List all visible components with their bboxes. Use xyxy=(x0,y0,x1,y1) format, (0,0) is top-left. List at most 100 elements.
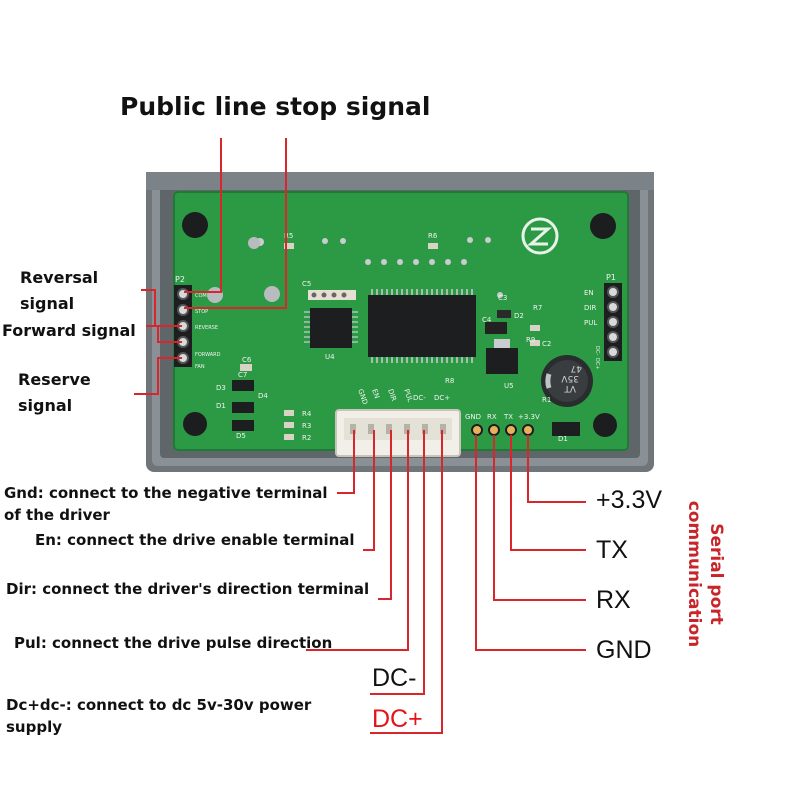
silk-term-dcm: DC- xyxy=(413,394,426,402)
silk-d1-right: D1 xyxy=(558,435,568,443)
label-dir-desc: Dir: connect the driver's direction term… xyxy=(6,580,370,598)
label-reversal-line1: Reversal xyxy=(20,268,99,287)
silk-r9: R9 xyxy=(526,336,535,344)
label-power-desc: Dc+dc-: connect to dc 5v-30v power suppl… xyxy=(6,694,311,738)
label-en-desc: En: connect the drive enable terminal xyxy=(35,531,355,549)
label-serial-gnd: GND xyxy=(596,636,652,664)
label-serial-caption-line1: Serial port xyxy=(706,523,726,625)
silk-r1: R1 xyxy=(542,396,551,404)
serial-header-pads xyxy=(468,421,536,439)
label-gnd-line1: Gnd: connect to the negative terminal xyxy=(4,484,328,502)
label-gnd-line2: of the driver xyxy=(4,506,110,524)
silk-p1: P1 xyxy=(606,273,616,282)
label-reversal-line2: signal xyxy=(20,294,75,313)
label-reserve-signal: Reserve signal xyxy=(18,367,91,419)
regulator-u5 xyxy=(486,339,518,374)
label-dc-minus: DC- xyxy=(372,664,417,692)
cap-marking-2: 35V xyxy=(561,373,579,383)
label-gnd-desc: Gnd: connect to the negative terminal of… xyxy=(4,482,328,526)
silk-p1-en: EN xyxy=(584,289,594,297)
silk-serial-rx: RX xyxy=(487,413,497,421)
pointer-gnd xyxy=(337,430,355,494)
silk-c6: C6 xyxy=(242,356,252,364)
mounting-hole-tl xyxy=(182,212,208,238)
silk-p1-pul: PUL xyxy=(584,319,597,327)
electrolytic-capacitor: 47 35V VT xyxy=(541,355,593,407)
silk-serial-33: +3.3V xyxy=(518,413,540,421)
silk-term-dcp: DC+ xyxy=(434,394,450,402)
microcontroller-chip xyxy=(368,289,476,363)
pointer-public-stop-com xyxy=(184,138,222,293)
silk-p2: P2 xyxy=(175,275,185,284)
pad-row-top xyxy=(256,237,503,298)
silk-r2: R2 xyxy=(302,434,311,442)
pointer-serial-tx xyxy=(510,435,586,551)
silk-c3: C3 xyxy=(498,294,507,302)
label-serial-33v: +3.3V xyxy=(596,486,663,514)
cap-marking-1: 47 xyxy=(571,363,582,373)
pointer-serial-rx xyxy=(493,435,586,601)
silk-p2-reverse: REVERSE xyxy=(195,325,218,331)
smd-parts xyxy=(232,243,580,440)
label-serial-tx: TX xyxy=(596,536,628,564)
label-power-line2: supply xyxy=(6,718,63,736)
pointer-dir xyxy=(378,430,392,600)
silk-d5: D5 xyxy=(236,432,246,440)
title-public-line-stop: Public line stop signal xyxy=(120,92,431,121)
silk-d2: D2 xyxy=(514,312,524,320)
silk-c2: C2 xyxy=(542,340,551,348)
pointer-dc-minus xyxy=(370,430,425,695)
label-reserve-line2: signal xyxy=(18,396,73,415)
driver-chip-u4 xyxy=(304,308,358,348)
silk-p2-com: COM xyxy=(195,293,207,299)
silk-p2-forward: FORWARD xyxy=(195,352,221,358)
silk-p2-stop: STOP xyxy=(195,309,208,315)
pointer-forward xyxy=(146,325,182,343)
silk-p2-fan: FAN xyxy=(195,364,205,370)
label-reserve-line1: Reserve xyxy=(18,370,91,389)
pcb-board: 47 35V VT xyxy=(173,191,629,457)
silk-u5: U5 xyxy=(504,382,514,390)
silk-u4: U4 xyxy=(325,353,335,361)
silk-p1-dir: DIR xyxy=(584,304,596,312)
label-serial-rx: RX xyxy=(596,586,631,614)
pointer-public-stop-stop xyxy=(184,138,287,309)
pointer-en xyxy=(363,430,375,551)
label-serial-caption: Serial port communication xyxy=(683,499,727,649)
silk-r3: R3 xyxy=(302,422,311,430)
cap-marking-3: VT xyxy=(564,383,576,393)
c5-pad-strip xyxy=(308,290,356,300)
silk-p1-dcm: DC- xyxy=(594,346,600,355)
silk-d4: D4 xyxy=(258,392,268,400)
pointer-serial-33 xyxy=(527,435,586,503)
silk-term-en: EN xyxy=(370,388,381,400)
pointer-lines xyxy=(134,138,586,734)
silk-serial-tx: TX xyxy=(503,413,513,421)
silk-c7: C7 xyxy=(238,371,247,379)
silk-r4: R4 xyxy=(302,410,312,418)
label-pul-desc: Pul: connect the drive pulse direction xyxy=(14,634,333,652)
silk-r8: R8 xyxy=(445,377,454,385)
silk-r7: R7 xyxy=(533,304,542,312)
mounting-hole-bl xyxy=(183,412,207,436)
label-serial-caption-line2: communication xyxy=(684,500,704,648)
silk-c4: C4 xyxy=(482,316,492,324)
pointer-reserve xyxy=(134,357,182,395)
label-reversal-signal: Reversal signal xyxy=(20,265,98,317)
silk-p1-dcp: DC+ xyxy=(594,358,600,370)
pointer-serial-gnd xyxy=(475,435,586,651)
mounting-hole-tr xyxy=(590,213,616,239)
pointer-pul xyxy=(306,430,409,651)
p1-header xyxy=(604,283,622,361)
label-forward-signal: Forward signal xyxy=(2,321,136,340)
pointer-reversal xyxy=(141,289,182,327)
mounting-hole-br xyxy=(593,413,617,437)
brand-logo-icon xyxy=(521,217,559,255)
silk-d1: D1 xyxy=(216,402,226,410)
silk-r6: R6 xyxy=(428,232,438,240)
label-power-line1: Dc+dc-: connect to dc 5v-30v power xyxy=(6,696,312,714)
silk-serial-gnd: GND xyxy=(465,413,481,421)
silk-d3: D3 xyxy=(216,384,226,392)
pointer-dc-plus xyxy=(370,430,443,734)
